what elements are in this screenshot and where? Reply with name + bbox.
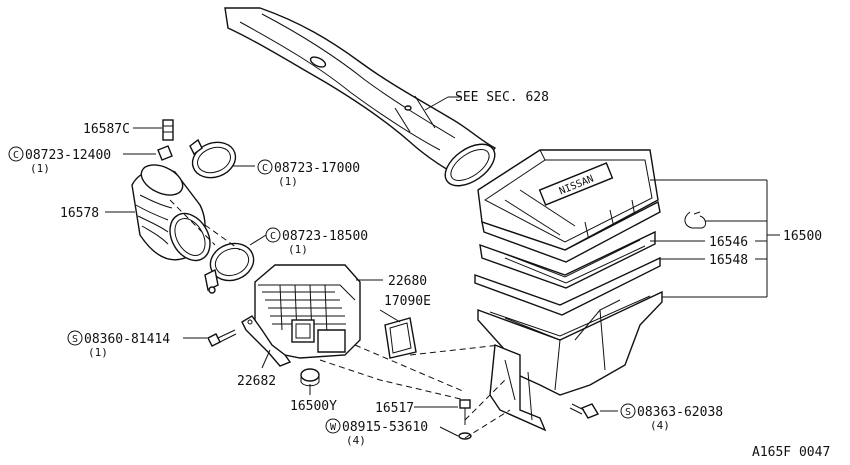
svg-text:(1): (1): [288, 243, 308, 256]
svg-text:C: C: [13, 150, 19, 161]
callout-08723-18500: C 08723-18500 (1): [265, 227, 368, 256]
svg-text:08360-81414: 08360-81414: [84, 332, 170, 347]
svg-text:(1): (1): [30, 162, 50, 175]
callout-16500: 16500: [783, 229, 822, 244]
filter-gasket: [474, 256, 661, 316]
circled-s-icon: [620, 403, 636, 419]
svg-text:(4): (4): [346, 434, 366, 447]
svg-text:(1): (1): [88, 346, 108, 359]
hose-clamp-lower: [204, 242, 255, 294]
callout-08723-17000: C 08723-17000 (1): [257, 159, 360, 188]
bolt-08363: [569, 403, 600, 419]
svg-text:W: W: [330, 422, 337, 433]
clip-part: [684, 211, 707, 229]
callout-22682: 22682: [237, 374, 276, 389]
callout-16546: 16546: [709, 235, 748, 250]
circled-c-icon: [8, 146, 24, 162]
svg-text:08723-18500: 08723-18500: [282, 229, 368, 244]
bracket-22682: [241, 315, 292, 367]
air-duct: [224, 7, 497, 187]
circled-c-icon: [265, 227, 281, 243]
svg-text:(1): (1): [278, 175, 298, 188]
callout-16578: 16578: [60, 206, 99, 221]
bolt-08360: [207, 329, 237, 347]
callout-08360-81414: S 08360-81414 (1): [67, 330, 170, 359]
callout-08363-62038: S 08363-62038 (4): [620, 403, 723, 432]
svg-text:C: C: [270, 231, 276, 242]
svg-text:S: S: [72, 334, 78, 345]
hose-clamp-upper: [189, 138, 237, 179]
bracket-16500: [650, 179, 780, 298]
air-cleaner-cover: NISSAN: [477, 149, 661, 263]
airflow-meter-gasket: [384, 317, 417, 359]
callout-16587C: 16587C: [83, 122, 130, 137]
svg-text:08723-12400: 08723-12400: [25, 148, 111, 163]
callout-17090E: 17090E: [384, 294, 431, 309]
callout-16517: 16517: [375, 401, 414, 416]
circled-s-icon: [67, 330, 83, 346]
circled-c-icon: [257, 159, 273, 175]
air-intake-hose: [131, 164, 211, 262]
callout-16500Y: 16500Y: [290, 399, 337, 414]
callout-22680: 22680: [388, 274, 427, 289]
see-section-callout: SEE SEC. 628: [455, 90, 549, 105]
svg-text:08915-53610: 08915-53610: [342, 420, 428, 435]
svg-text:(4): (4): [650, 419, 670, 432]
air-temp-sensor: [157, 119, 174, 161]
air-cleaner-body: [477, 290, 663, 432]
grommet-16500Y: [300, 368, 320, 387]
callout-08723-12400: C 08723-12400 (1): [8, 146, 111, 175]
circled-w-icon: [325, 418, 341, 434]
callout-16548: 16548: [709, 253, 748, 268]
air-filter-element: [479, 230, 656, 289]
svg-text:08723-17000: 08723-17000: [274, 161, 360, 176]
svg-text:C: C: [262, 163, 268, 174]
figure-code: A165F 0047: [752, 445, 830, 460]
svg-text:S: S: [625, 407, 631, 418]
svg-text:08363-62038: 08363-62038: [637, 405, 723, 420]
callout-08915-53610: W 08915-53610 (4): [325, 418, 428, 447]
